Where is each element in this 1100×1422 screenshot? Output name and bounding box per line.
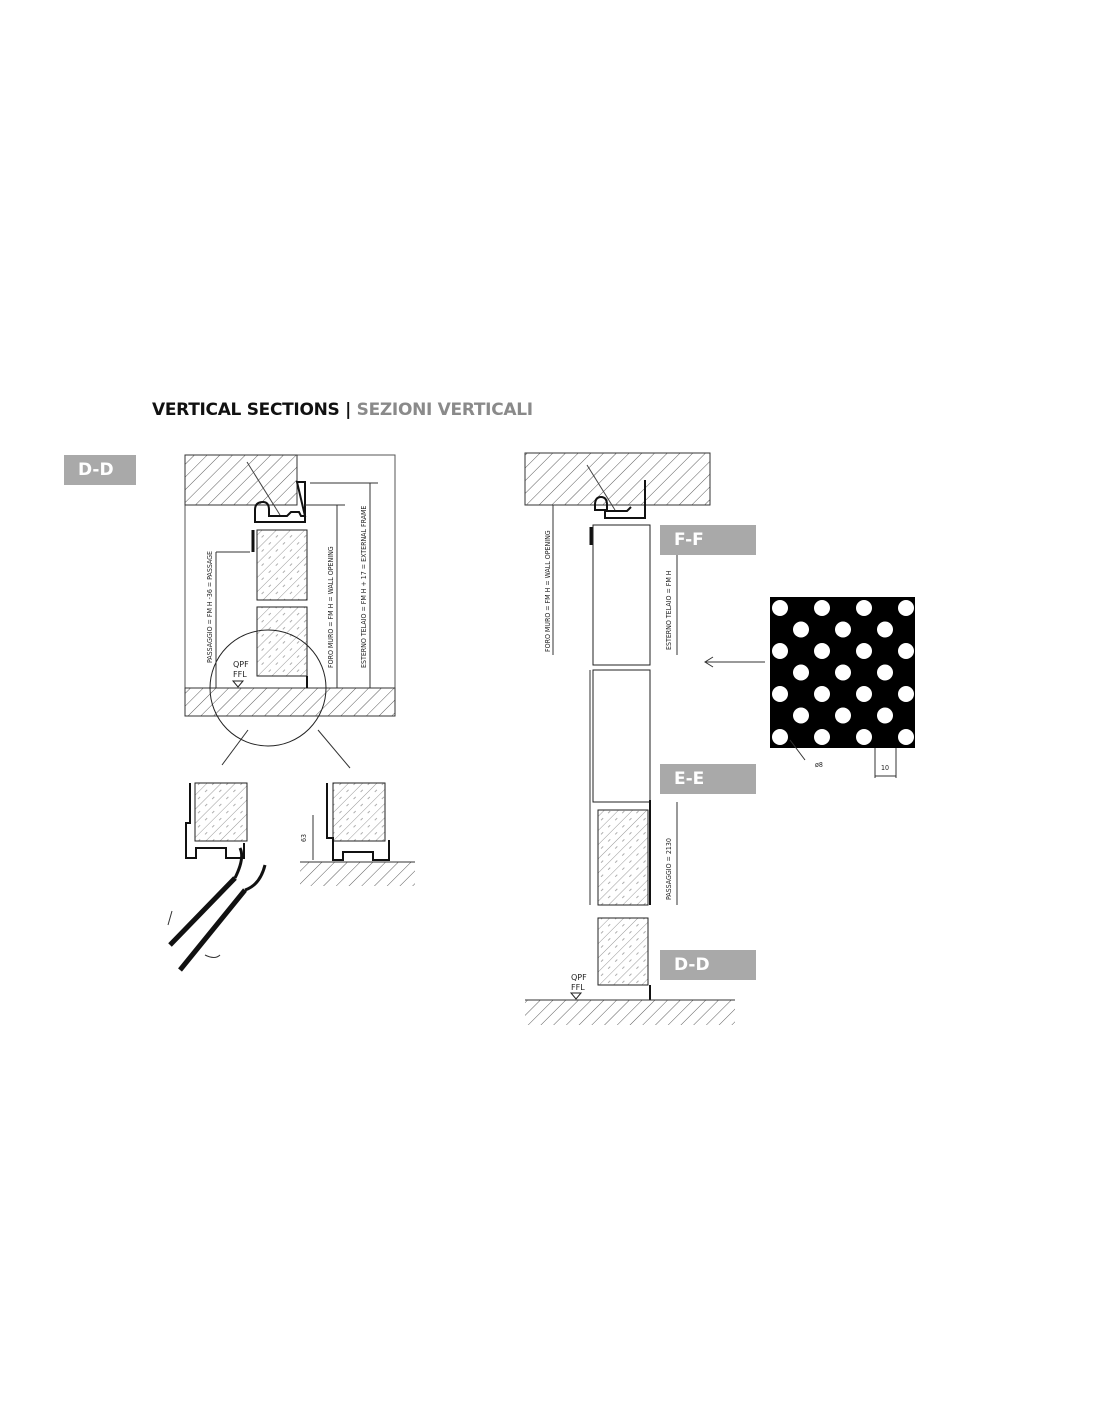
perforated-panel: ø8 10 [770,597,915,778]
perforation-hole [835,707,851,724]
section-badge-ff: F-F [660,525,756,555]
perforation-hole [877,707,893,724]
perforation-hole [793,621,809,638]
detail-dimension: 63 [300,834,308,842]
door-leaf-top [256,529,308,601]
perforation-hole [856,643,872,659]
floor-level-label: QPF [233,660,249,669]
perforation-hole [793,707,809,724]
perforation-hole [898,686,914,702]
perforation-hole [856,729,872,745]
pitch-label: 10 [881,764,889,772]
section-badge-ee: E-E [660,764,756,794]
perforation-hole [814,643,830,659]
left-section-drawing: PASSAGGIO = FM H -36 = PASSAGE FORO MURO… [184,454,396,769]
perforation-hole [877,621,893,638]
perforation-hole [772,643,788,659]
detail-circle [209,629,327,747]
hole-diameter-label: ø8 [815,761,823,769]
perforation-hole [835,664,851,681]
door-leaf-bottom [256,606,308,677]
floor [525,1000,735,1025]
perforation-hole [856,600,872,616]
detail-views: 63 [167,782,415,972]
frame-profile [594,480,646,519]
lintel [524,452,711,506]
perforation-hole [898,600,914,616]
floor-level-label-en: FFL [233,670,247,679]
perforation-hole [835,621,851,638]
floor [184,687,396,717]
perforation-hole [898,729,914,745]
door-leaf-top [597,809,649,906]
perforation-hole [877,664,893,681]
perforation-hole [814,686,830,702]
perforation-holes [772,600,914,745]
pliers-icon [167,847,267,972]
lintel [184,454,298,506]
perforation-hole [814,729,830,745]
perforation-hole [772,600,788,616]
passage-dimension: PASSAGGIO = 2130 [665,838,673,900]
perforation-hole [772,729,788,745]
title-main: VERTICAL SECTIONS | [152,400,352,420]
external-frame-dimension: ESTERNO TELAIO = FM H [665,570,673,650]
frame-profile [254,481,307,523]
section-badge-dd-right: D-D [660,950,756,980]
perforation-hole [856,686,872,702]
external-frame-dimension: ESTERNO TELAIO = FM H + 17 = EXTERNAL FR… [360,506,368,668]
frame-upper [592,524,651,666]
door-leaf-bottom [597,917,649,986]
section-badge-dd-left: D-D [64,455,136,485]
wall-opening-dimension: FORO MURO = FM H = WALL OPENING [544,530,552,652]
page-title: VERTICAL SECTIONS | SEZIONI VERTICALI [152,400,533,420]
right-section-drawing: FORO MURO = FM H = WALL OPENING ESTERNO … [524,452,765,1025]
title-sub: SEZIONI VERTICALI [356,400,533,420]
passage-dimension: PASSAGGIO = FM H -36 = PASSAGE [206,551,214,663]
perforation-hole [793,664,809,681]
perforation-hole [772,686,788,702]
wall-opening-dimension: FORO MURO = FM H = WALL OPENING [327,546,335,668]
frame-lower [592,669,651,803]
floor-level-label-en: FFL [571,983,585,992]
floor-level-label: QPF [571,973,587,982]
perforation-hole [814,600,830,616]
perforation-hole [898,643,914,659]
